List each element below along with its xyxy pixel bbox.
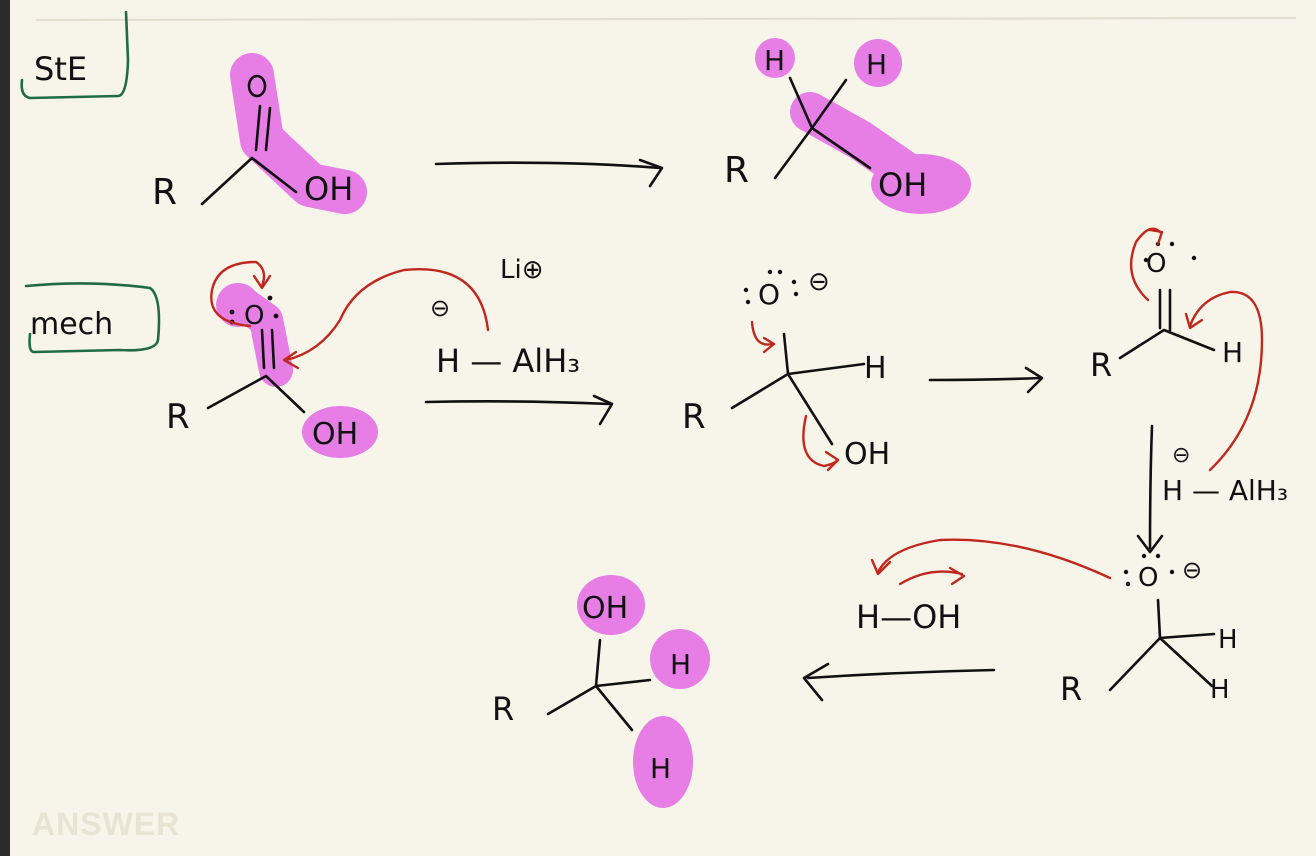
intermediate-o: O	[758, 278, 780, 311]
highlight-acid-co	[230, 53, 367, 214]
curly-arrowhead-oh	[948, 566, 966, 586]
reaction-arrow-5	[806, 668, 996, 680]
mech-acid-oh: OH	[312, 417, 358, 452]
mechanism-step-1	[206, 241, 1216, 554]
curly-arrow-o	[210, 260, 266, 328]
product-r: R	[724, 150, 749, 191]
alkoxide-charge: ⊖	[1182, 556, 1202, 584]
product-oh: OH	[878, 166, 927, 204]
lithium-label: Li⊕	[500, 255, 544, 285]
alkoxide-skeleton	[1108, 598, 1216, 692]
highlight-mech-o	[216, 283, 260, 327]
intermediate-h: H	[864, 351, 887, 386]
curly-arrows	[210, 227, 1264, 586]
labels: StE mech R OH R H H OH Li⊕ ⊖ H — AlH₃ O …	[30, 44, 1288, 785]
mechanism-step-2	[546, 553, 1216, 732]
hydride2-charge: ⊖	[1172, 443, 1190, 468]
hydride-charge: ⊖	[430, 294, 450, 322]
intermediate-oh: OH	[844, 437, 890, 472]
aldehyde-r: R	[1090, 346, 1112, 384]
curly-arrow-ald	[1129, 227, 1162, 302]
reaction-arrow-4	[1148, 424, 1154, 550]
highlight-h1	[755, 38, 795, 78]
answer-watermark: ANSWER	[32, 806, 181, 842]
intermediate-charge: ⊖	[808, 267, 830, 297]
mech-box	[24, 282, 161, 354]
aldehyde-o: O	[1146, 249, 1166, 279]
mech-acid-o: O	[244, 301, 264, 331]
reaction-arrowhead-2	[592, 394, 614, 426]
overall-reaction	[200, 74, 872, 206]
final-h1: H	[670, 648, 691, 681]
reaction-arrowhead-3	[1024, 366, 1044, 394]
reaction-arrow-2	[424, 400, 612, 406]
alkoxide-h1: H	[1218, 625, 1238, 655]
acid-r: R	[152, 172, 177, 213]
curly-arrow-leave	[802, 414, 840, 468]
product-skeleton	[773, 76, 872, 180]
ste-label: StE	[34, 50, 87, 88]
top-rule	[35, 17, 1297, 21]
final-skeleton	[546, 638, 652, 732]
reaction-arrowhead-1	[638, 158, 664, 188]
aldehyde-double-bond	[1158, 288, 1172, 332]
acid-double-bond	[254, 104, 272, 152]
reaction-arrowhead-5	[802, 662, 830, 702]
curly-arrow-reform	[750, 320, 774, 346]
reaction-arrow-3	[928, 376, 1042, 382]
reaction-arrow-1	[434, 161, 662, 170]
curly-arrowhead-proton	[870, 558, 892, 576]
intermediate-skeleton	[730, 332, 866, 446]
water-label: H—OH	[856, 598, 961, 636]
product-h2: H	[866, 48, 887, 81]
mech-acid-r: R	[166, 397, 190, 437]
acid-skeleton	[200, 156, 298, 206]
final-oh: OH	[582, 591, 628, 626]
alkoxide-o: O	[1138, 563, 1158, 593]
reaction-arrowhead-4	[1136, 534, 1164, 554]
curly-arrow-proton	[876, 538, 1112, 580]
curly-arrowhead-hydride	[282, 350, 300, 370]
alkoxide-r: R	[1060, 670, 1082, 708]
intermediate-r: R	[682, 397, 706, 437]
ste-box	[20, 10, 130, 100]
mech-acid-double-bond	[260, 328, 276, 370]
aldehyde-h: H	[1222, 336, 1243, 369]
aldehyde-skeleton	[1118, 328, 1216, 360]
highlight-mech-oh	[302, 406, 378, 458]
curly-arrowhead-reform	[762, 336, 776, 354]
highlight-product-oh	[871, 154, 971, 214]
reagent2-label: H — AlH₃	[1162, 474, 1288, 507]
curly-arrowhead-ald	[1148, 228, 1164, 246]
highlight-h2	[854, 39, 902, 87]
reagent-label: H — AlH₃	[436, 342, 580, 380]
alkoxide-h2: H	[1210, 675, 1230, 705]
mech-label: mech	[30, 307, 113, 342]
highlight-final-h1	[650, 629, 710, 689]
curly-arrowhead-o	[252, 274, 272, 290]
highlight-final-oh	[577, 575, 645, 635]
acid-oh: OH	[304, 170, 353, 208]
curly-arrow-hydride2	[1188, 290, 1264, 472]
left-edge-bar	[0, 0, 10, 856]
highlight-final-h2	[633, 716, 693, 808]
curly-arrowhead-leave	[824, 450, 840, 472]
final-h2: H	[650, 752, 671, 785]
mech-acid-skeleton	[206, 374, 306, 414]
curly-arrowhead-hydride2	[1184, 312, 1204, 330]
final-r: R	[492, 690, 514, 728]
curly-arrow-hydride	[284, 267, 490, 362]
highlights	[216, 38, 971, 808]
acid-o	[247, 74, 267, 98]
product-h1: H	[764, 44, 785, 77]
